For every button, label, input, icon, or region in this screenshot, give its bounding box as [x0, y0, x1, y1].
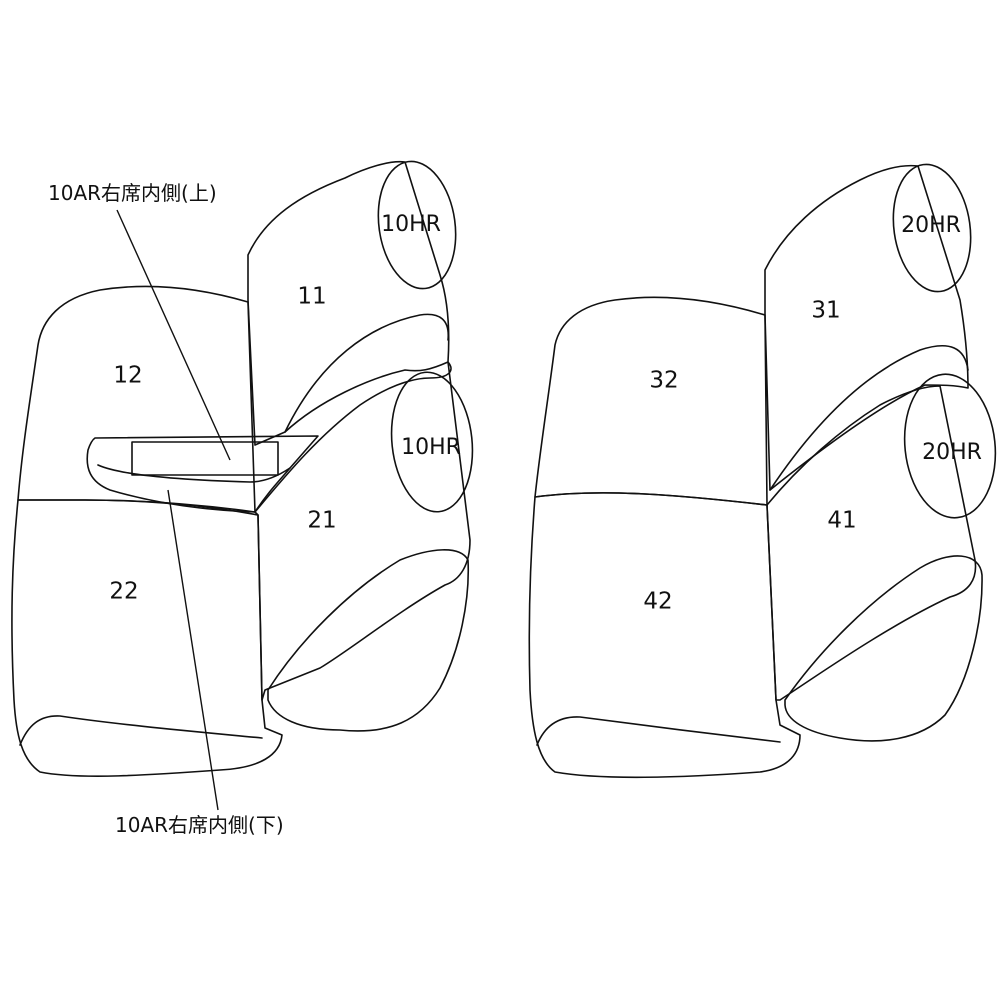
label-part-12: 12 — [113, 363, 142, 389]
label-part-41: 41 — [827, 508, 856, 534]
label-part-31: 31 — [811, 298, 840, 324]
part-11-outline — [247, 160, 450, 446]
part-42-front-line — [536, 716, 781, 746]
label-part-21: 21 — [307, 508, 336, 534]
label-10hr-upper: 10HR — [381, 212, 441, 237]
part-12-outline — [17, 285, 256, 513]
part-22-outline — [11, 499, 283, 777]
part-41-outline — [766, 385, 977, 701]
part-11-lower-curve — [284, 313, 449, 433]
part-21-outline — [254, 361, 471, 701]
armrest-outline — [86, 435, 319, 513]
part-22-front-line — [19, 715, 263, 746]
headrest-10hr-lower — [390, 371, 474, 513]
part-31-outline — [764, 164, 969, 491]
headrest-20hr-lower — [903, 373, 997, 519]
left-seat-group: 10HR 10HR 11 12 21 22 10AR右席内側(上) 10AR右席… — [11, 160, 474, 837]
right-seat-group: 20HR 20HR 31 32 41 42 — [528, 163, 997, 779]
label-10hr-lower: 10HR — [401, 435, 461, 460]
part-31-lower-curve — [769, 345, 969, 491]
part-32-outline — [534, 296, 768, 506]
label-part-11: 11 — [297, 284, 326, 310]
part-41-front-roll — [784, 555, 983, 742]
label-20hr-upper: 20HR — [901, 213, 961, 238]
callout-lower-leader — [167, 489, 219, 811]
callout-lower-text: 10AR右席内側(下) — [115, 813, 284, 837]
label-part-42: 42 — [643, 589, 672, 615]
armrest-upper-panel — [131, 441, 279, 476]
label-part-32: 32 — [649, 368, 678, 394]
part-21-front-roll — [267, 549, 470, 732]
headrest-20hr-upper — [892, 163, 972, 293]
label-20hr-lower: 20HR — [922, 440, 982, 465]
callout-upper-text: 10AR右席内側(上) — [48, 181, 217, 205]
callout-upper-leader — [116, 209, 231, 461]
headrest-10hr-upper — [377, 160, 457, 290]
armrest-inner-curve — [97, 464, 291, 483]
label-part-22: 22 — [109, 579, 138, 605]
part-42-outline — [528, 492, 801, 779]
